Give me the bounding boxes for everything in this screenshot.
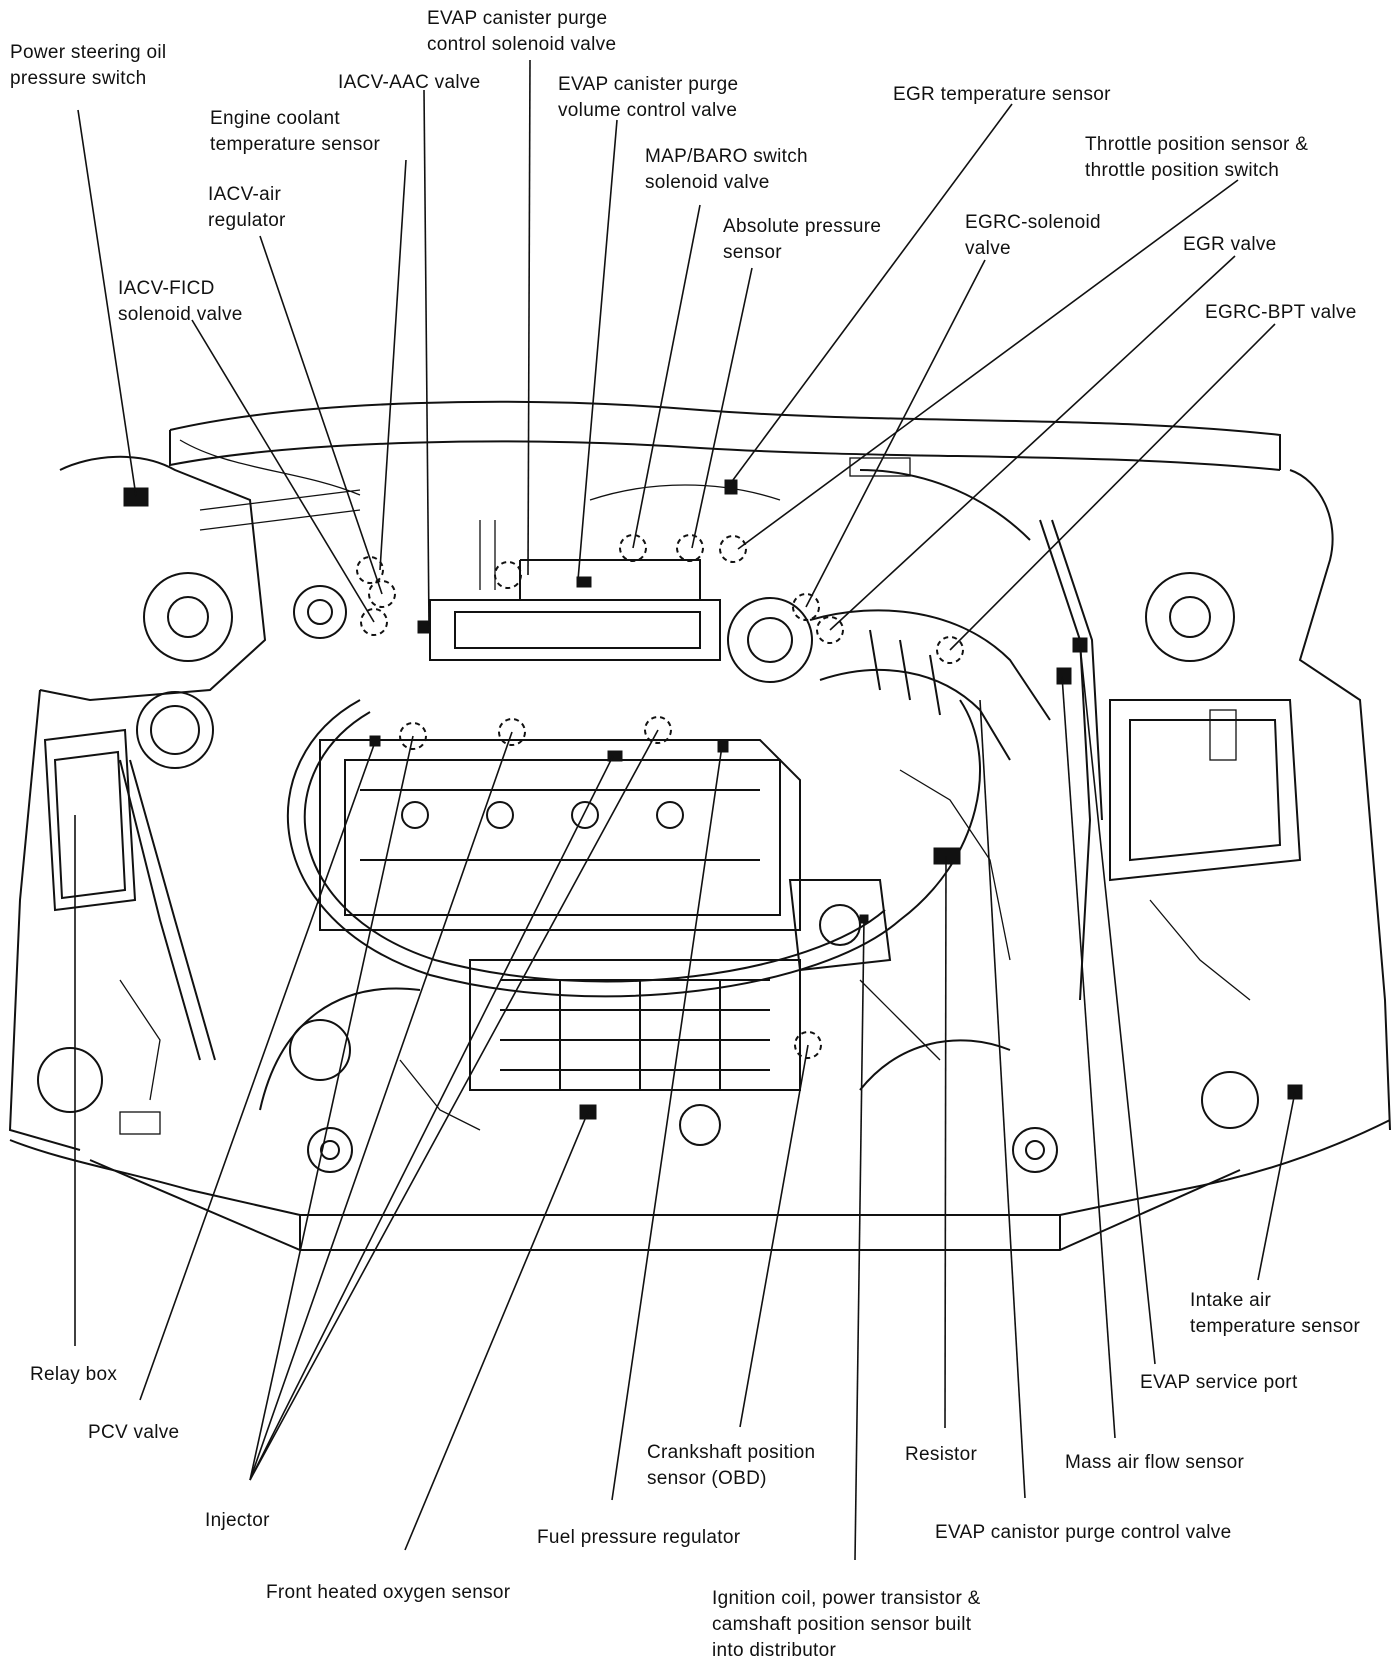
label-egrc-solenoid-valve: EGRC-solenoid valve (965, 210, 1101, 262)
label-pcv-valve: PCV valve (88, 1420, 179, 1446)
engine-bay-detail (119, 439, 1251, 1135)
label-relay-box: Relay box (30, 1362, 117, 1388)
label-line: Resistor (905, 1444, 978, 1465)
label-line: temperature sensor (210, 134, 381, 155)
label-injector: Injector (205, 1508, 270, 1534)
label-line: Throttle position sensor & (1085, 134, 1309, 155)
label-line: Power steering oil (10, 42, 167, 63)
label-line: EGR temperature sensor (893, 84, 1111, 105)
label-line: EVAP canister purge (558, 74, 739, 95)
component-markers (123, 479, 1303, 1120)
label-evap-canister-purge-control-solenoid-valve: EVAP canister purge control solenoid val… (427, 6, 616, 58)
label-line: IACV-FICD (118, 278, 215, 299)
label-line: control solenoid valve (427, 34, 617, 55)
label-line: Engine coolant (210, 108, 340, 129)
label-line: IACV-AAC valve (338, 72, 481, 93)
label-line: regulator (208, 210, 286, 231)
label-intake-air-temperature-sensor: Intake air temperature sensor (1190, 1288, 1360, 1340)
label-line: EVAP service port (1140, 1372, 1298, 1393)
label-line: valve (965, 238, 1011, 259)
label-line: IACV-air (208, 184, 282, 205)
label-line: sensor (OBD) (647, 1468, 767, 1489)
label-evap-service-port: EVAP service port (1140, 1370, 1298, 1396)
label-line: EVAP canistor purge control valve (935, 1522, 1232, 1543)
label-line: into distributor (712, 1640, 837, 1661)
label-line: camshaft position sensor built (712, 1614, 972, 1635)
label-absolute-pressure-sensor: Absolute pressure sensor (723, 214, 881, 266)
label-egr-valve: EGR valve (1183, 232, 1277, 258)
label-egr-temperature-sensor: EGR temperature sensor (893, 82, 1111, 108)
leader-lines (74, 59, 1296, 1561)
label-line: EGRC-solenoid (965, 212, 1101, 233)
label-line: PCV valve (88, 1422, 180, 1443)
label-crankshaft-position-sensor: Crankshaft position sensor (OBD) (647, 1440, 815, 1492)
label-fuel-pressure-regulator: Fuel pressure regulator (537, 1525, 740, 1551)
label-line: EGR valve (1183, 234, 1277, 255)
label-line: throttle position switch (1085, 160, 1280, 181)
label-line: EGRC-BPT valve (1205, 302, 1357, 323)
label-line: pressure switch (10, 68, 147, 89)
label-line: Injector (205, 1510, 270, 1531)
label-engine-coolant-temperature-sensor: Engine coolant temperature sensor (210, 106, 380, 158)
label-resistor: Resistor (905, 1442, 977, 1468)
label-line: sensor (723, 242, 782, 263)
label-mass-air-flow-sensor: Mass air flow sensor (1065, 1450, 1244, 1476)
label-line: Mass air flow sensor (1065, 1452, 1245, 1473)
label-line: Intake air (1190, 1290, 1272, 1311)
label-map-baro-switch-solenoid-valve: MAP/BARO switch solenoid valve (645, 144, 808, 196)
label-iacv-ficd-solenoid-valve: IACV-FICD solenoid valve (118, 276, 243, 328)
label-line: Front heated oxygen sensor (266, 1582, 511, 1603)
label-line: Absolute pressure (723, 216, 882, 237)
label-egrc-bpt-valve: EGRC-BPT valve (1205, 300, 1357, 326)
label-line: MAP/BARO switch (645, 146, 808, 167)
label-line: solenoid valve (645, 172, 770, 193)
label-ignition-coil-power-transistor-camshaft-sensor: Ignition coil, power transistor & camsha… (712, 1586, 981, 1664)
label-iacv-air-regulator: IACV-air regulator (208, 182, 286, 234)
label-evap-canister-purge-volume-control-valve: EVAP canister purge volume control valve (558, 72, 738, 124)
label-front-heated-oxygen-sensor: Front heated oxygen sensor (266, 1580, 510, 1606)
label-line: EVAP canister purge (427, 8, 608, 29)
label-line: solenoid valve (118, 304, 243, 325)
label-evap-canister-purge-control-valve: EVAP canistor purge control valve (935, 1520, 1231, 1546)
label-line: Ignition coil, power transistor & (712, 1588, 981, 1609)
label-line: Fuel pressure regulator (537, 1527, 741, 1548)
label-throttle-position-sensor-and-switch: Throttle position sensor & throttle posi… (1085, 132, 1308, 184)
label-iacv-aac-valve: IACV-AAC valve (338, 70, 481, 96)
label-power-steering-oil-pressure-switch: Power steering oil pressure switch (10, 40, 166, 92)
label-line: volume control valve (558, 100, 738, 121)
label-line: Relay box (30, 1364, 118, 1385)
label-line: temperature sensor (1190, 1316, 1361, 1337)
engine-bay-outline (8, 400, 1391, 1251)
label-line: Crankshaft position (647, 1442, 816, 1463)
